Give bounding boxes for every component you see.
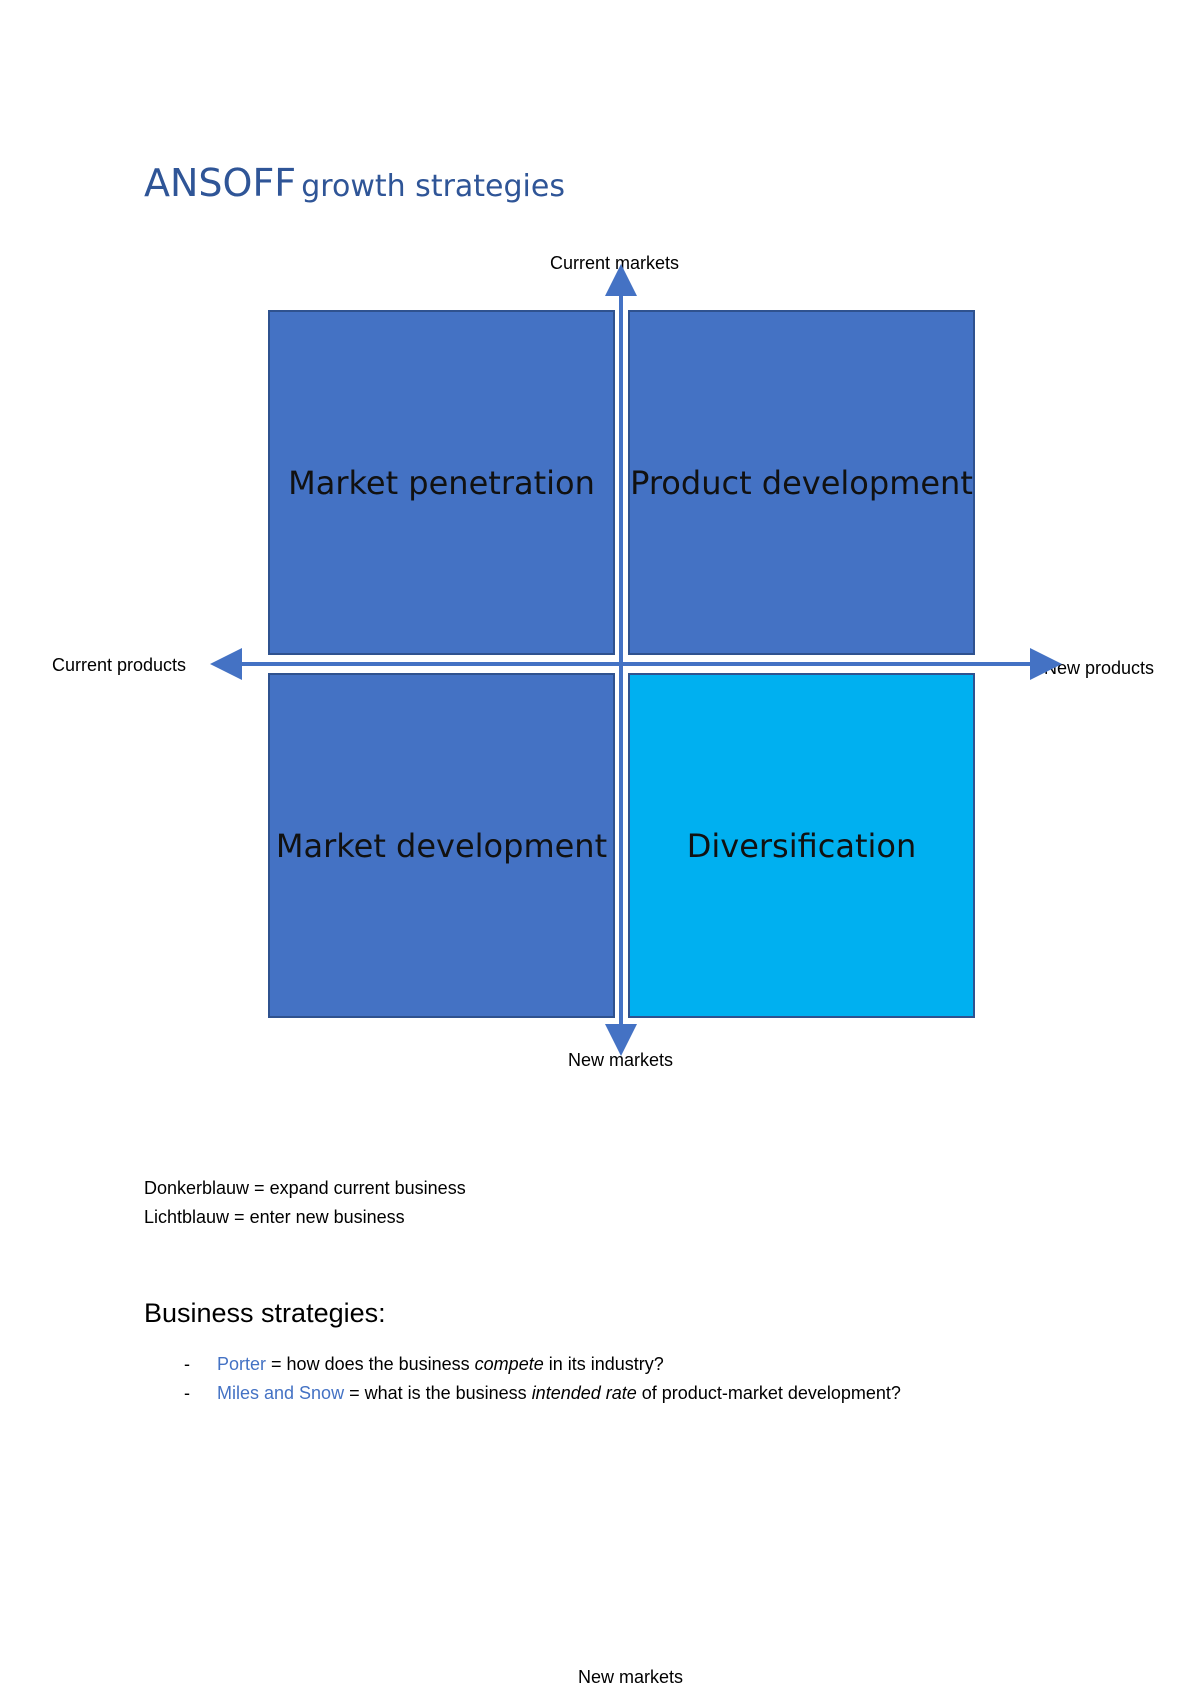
quadrant-label-market-penetration: Market penetration <box>288 463 595 502</box>
axis-arrows <box>210 264 1062 1056</box>
list-item-miles-and-snow: - Miles and Snow = what is the business … <box>144 1379 901 1408</box>
title-sub: growth strategies <box>301 169 565 204</box>
color-legend: Donkerblauw = expand current business Li… <box>144 1174 466 1232</box>
title-main: ANSOFF <box>144 161 297 205</box>
text-segment: = what is the business <box>344 1383 532 1403</box>
quadrant-label-product-development: Product development <box>630 463 973 502</box>
emphasis-compete: compete <box>474 1354 544 1374</box>
quadrant-market-penetration: Market penetration <box>268 310 615 655</box>
quadrant-market-development: Market development <box>268 673 615 1018</box>
porter-link[interactable]: Porter <box>217 1354 267 1374</box>
page-title: ANSOFF growth strategies <box>144 164 565 202</box>
quadrant-label-market-development: Market development <box>275 826 608 865</box>
miles-and-snow-link[interactable]: Miles and Snow <box>217 1383 345 1403</box>
quadrant-label-diversification: Diversification <box>686 826 917 865</box>
text-segment: = how does the business <box>266 1354 475 1374</box>
footer-text: New markets <box>578 1667 684 1687</box>
business-strategies-list: - Porter = how does the business compete… <box>144 1350 901 1408</box>
bullet-dash: - <box>184 1383 190 1403</box>
ansoff-matrix: Current markets New markets Current prod… <box>52 253 1155 1070</box>
emphasis-intended-rate: intended rate <box>531 1383 637 1403</box>
axis-label-bottom: New markets <box>568 1050 674 1070</box>
axis-label-left: Current products <box>52 655 187 675</box>
quadrant-diversification: Diversification <box>628 673 975 1018</box>
business-strategies-heading: Business strategies: <box>144 1298 386 1328</box>
quadrant-product-development: Product development <box>628 310 975 655</box>
axis-label-right: New products <box>1044 658 1155 678</box>
bullet-dash: - <box>184 1354 190 1374</box>
axis-label-top: Current markets <box>550 253 680 273</box>
text-segment: of product-market development? <box>636 1383 901 1403</box>
list-item-porter: - Porter = how does the business compete… <box>144 1350 901 1379</box>
legend-dark-blue: Donkerblauw = expand current business <box>144 1178 466 1198</box>
legend-light-blue: Lichtblauw = enter new business <box>144 1207 405 1227</box>
text-segment: in its industry? <box>543 1354 664 1374</box>
